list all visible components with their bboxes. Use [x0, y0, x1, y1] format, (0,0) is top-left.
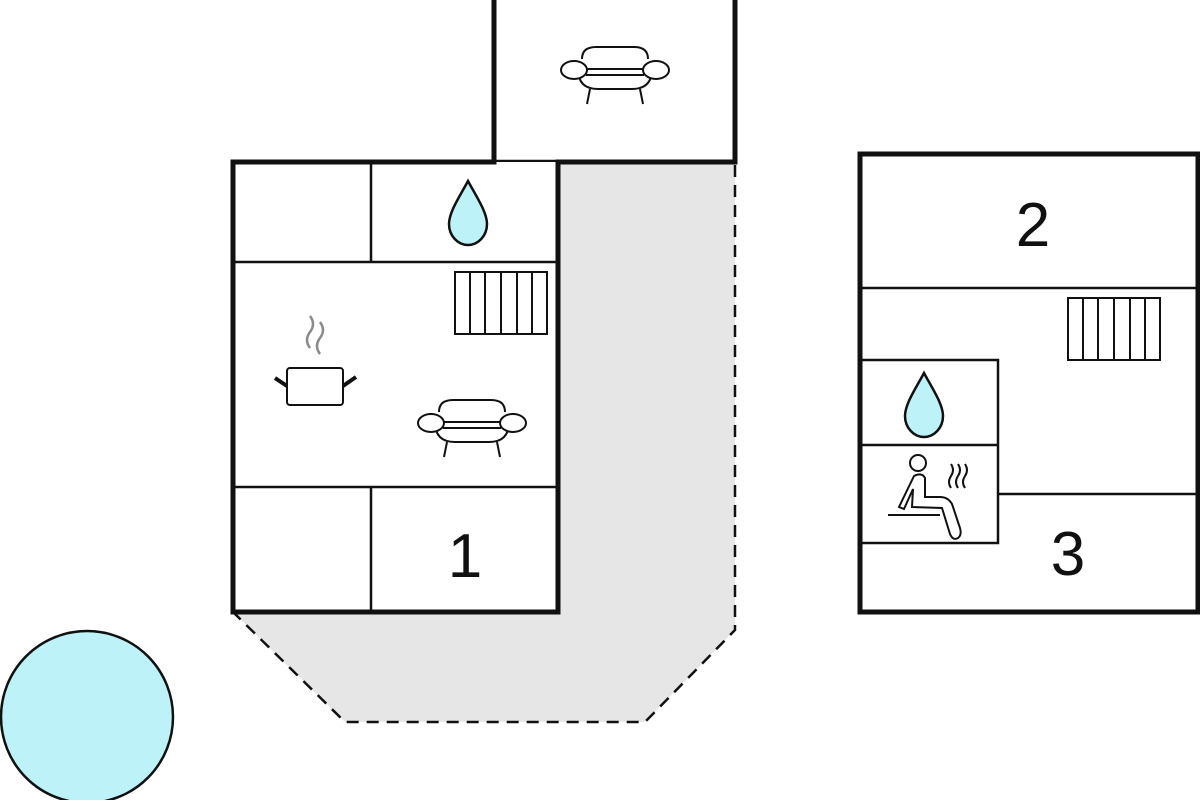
terrace — [232, 162, 737, 724]
radiator-icon — [454, 271, 548, 335]
unit-label-1: 1 — [448, 522, 482, 591]
water-drop-icon — [903, 371, 945, 439]
radiator-icon — [1067, 297, 1161, 361]
pool-icon — [0, 629, 175, 800]
sauna-icon — [888, 454, 968, 540]
building-1: 1 — [230, 159, 561, 615]
building-2: 2 3 — [857, 151, 1200, 615]
cooking-pot-icon — [273, 315, 358, 406]
unit-label-3: 3 — [1051, 520, 1085, 589]
unit-label-2: 2 — [1016, 191, 1050, 260]
annex-room — [491, 0, 738, 165]
